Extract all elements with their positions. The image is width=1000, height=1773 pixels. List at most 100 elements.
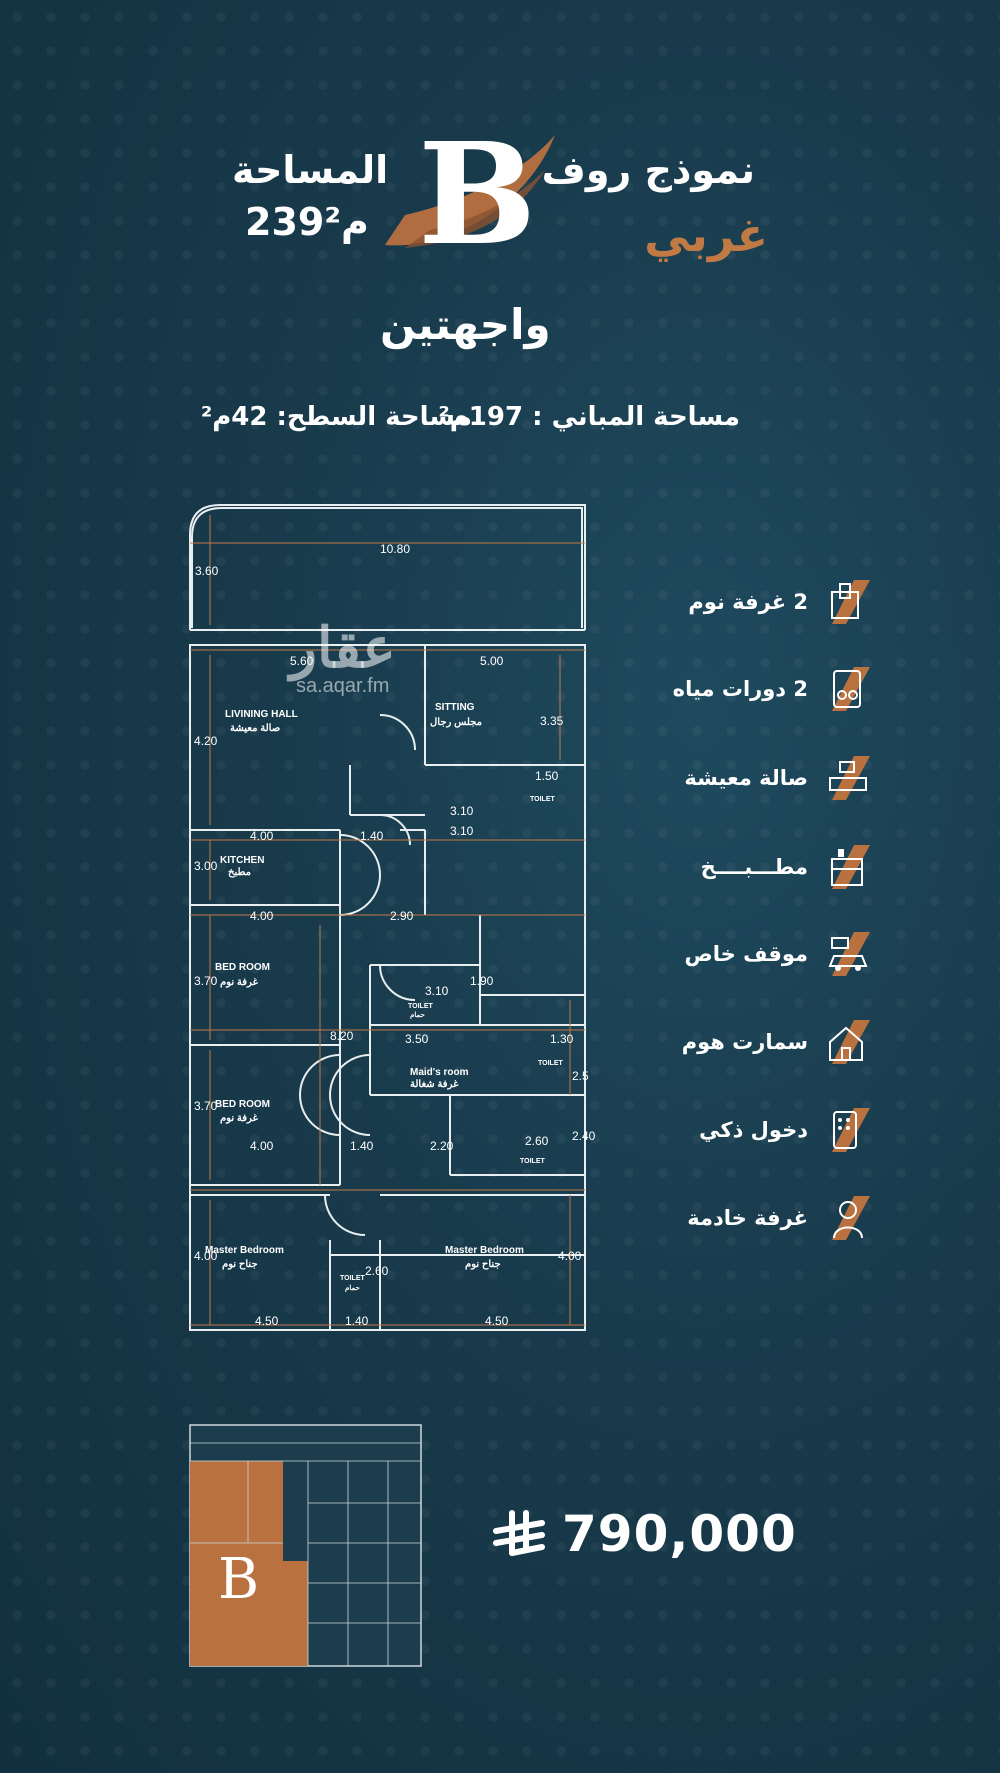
- feature-label: صالة معيشة: [684, 766, 808, 790]
- room-toilet-3: TOILET: [538, 1060, 563, 1067]
- feature-label: غرفة خادمة: [687, 1206, 808, 1230]
- dim-2-5: 2.5: [572, 1069, 589, 1083]
- room-master1-ar: جناح نوم: [222, 1259, 258, 1270]
- bedroom-icon: [826, 580, 870, 624]
- kitchen-icon: [826, 845, 870, 889]
- dim-8-20: 8.20: [330, 1029, 354, 1043]
- feature-label: مطـــبــــخ: [700, 855, 808, 879]
- feature-item: صالة معيشة: [470, 756, 870, 800]
- room-maid-ar: غرفة شغالة: [410, 1079, 459, 1090]
- roof-area: مساحة السطح: 42م²: [201, 402, 472, 432]
- dim-3-50: 3.50: [405, 1032, 429, 1046]
- room-kitchen-en: KITCHEN: [220, 855, 264, 866]
- riyal-icon: [490, 1509, 548, 1559]
- dim-3-70-b: 3.70: [194, 1099, 218, 1113]
- dim-4-20: 4.20: [194, 734, 218, 748]
- maid-icon: [826, 1196, 870, 1240]
- dim-4-00-c: 4.00: [250, 1139, 274, 1153]
- roof-area-label: مساحة السطح:: [276, 402, 472, 432]
- swoosh-shape: [385, 135, 555, 248]
- feature-item: 2 دورات مياه: [470, 667, 870, 711]
- room-bed2-ar: غرفة نوم: [220, 1113, 259, 1124]
- dim-3-10: 3.10: [450, 804, 474, 818]
- room-toilet-2-en: TOILET: [408, 1003, 433, 1010]
- room-master2-en: Master Bedroom: [445, 1245, 524, 1256]
- building-area-value: 197م²: [438, 402, 524, 432]
- dim-2-90: 2.90: [390, 909, 414, 923]
- dim-2-20: 2.20: [430, 1139, 454, 1153]
- dim-3-10-c: 3.10: [425, 984, 449, 998]
- feature-label: سمارت هوم: [681, 1030, 808, 1054]
- room-maid-en: Maid's room: [410, 1067, 469, 1078]
- dim-3-00: 3.00: [194, 859, 218, 873]
- dim-4-00-e: 4.00: [558, 1249, 582, 1263]
- smart-lock-icon: [826, 1108, 870, 1152]
- building-area-label: مساحة المباني :: [532, 402, 740, 432]
- room-sitting-en: SITTING: [435, 702, 475, 713]
- room-toilet-4: TOILET: [520, 1158, 545, 1165]
- dim-4-50-b: 4.50: [485, 1314, 509, 1328]
- watermark-url: sa.aqar.fm: [296, 675, 390, 697]
- roof-area-value: 42م²: [200, 402, 268, 432]
- room-bed1-en: BED ROOM: [215, 962, 270, 973]
- dim-3-60: 3.60: [195, 564, 219, 578]
- price-block: 790,000: [490, 1505, 797, 1563]
- key-plan-letter: B: [218, 1547, 259, 1612]
- feature-item: مطـــبــــخ: [470, 845, 870, 889]
- key-plan: B: [189, 1424, 422, 1667]
- dim-1-50: 1.50: [535, 769, 559, 783]
- dim-4-00-b: 4.00: [250, 909, 274, 923]
- room-sitting-ar: مجلس رجال: [430, 717, 482, 728]
- room-bed1-ar: غرفة نوم: [220, 977, 259, 988]
- price-value: 790,000: [562, 1505, 797, 1563]
- area-label: المساحة: [232, 148, 389, 192]
- room-toilet-1: TOILET: [530, 796, 555, 803]
- floor-plan: 10.80 3.60 5.60 5.00 4.20 3.35 1.50 3.10…: [189, 504, 596, 1331]
- dim-5-00: 5.00: [480, 654, 504, 668]
- wc-icon: [826, 667, 870, 711]
- model-title: نموذج روف: [541, 148, 755, 192]
- dim-1-90: 1.90: [470, 974, 494, 988]
- room-toilet-5-en: TOILET: [340, 1275, 365, 1282]
- feature-label: 2 غرفة نوم: [688, 590, 808, 614]
- dim-10-80: 10.80: [380, 542, 410, 556]
- feature-item: دخول ذكي: [470, 1108, 870, 1152]
- feature-label: 2 دورات مياه: [672, 677, 808, 701]
- dim-1-40: 1.40: [360, 829, 384, 843]
- sofa-icon: [826, 756, 870, 800]
- parking-icon: [826, 932, 870, 976]
- room-living-ar: صالة معيشة: [230, 723, 280, 734]
- watermark-brand: عقار: [290, 616, 396, 679]
- dim-1-40-b: 1.40: [350, 1139, 374, 1153]
- feature-item: غرفة خادمة: [470, 1196, 870, 1240]
- dim-2-60: 2.60: [525, 1134, 549, 1148]
- dim-2-60-b: 2.60: [365, 1264, 389, 1278]
- model-subtitle: غربي: [644, 208, 768, 262]
- facades-label: واجهتين: [380, 300, 551, 349]
- dim-4-50: 4.50: [255, 1314, 279, 1328]
- dim-1-40-c: 1.40: [345, 1314, 369, 1328]
- room-toilet-5-ar: حمام: [345, 1284, 360, 1292]
- feature-label: دخول ذكي: [699, 1118, 808, 1142]
- dim-4-00: 4.00: [250, 829, 274, 843]
- model-letter: B: [418, 113, 537, 277]
- dim-3-10-b: 3.10: [450, 824, 474, 838]
- room-master1-en: Master Bedroom: [205, 1245, 284, 1256]
- feature-item: سمارت هوم: [470, 1020, 870, 1064]
- feature-item: موقف خاص: [470, 932, 870, 976]
- room-kitchen-ar: مطبخ: [228, 867, 251, 878]
- dim-3-35: 3.35: [540, 714, 564, 728]
- smart-home-icon: [826, 1020, 870, 1064]
- room-living-en: LIVINING HALL: [225, 709, 298, 720]
- dim-5-60: 5.60: [290, 654, 314, 668]
- header: B نموذج روف غربي المساحة 239م² واجهتين م…: [0, 0, 1000, 432]
- room-bed2-en: BED ROOM: [215, 1099, 270, 1110]
- dim-1-30: 1.30: [550, 1032, 574, 1046]
- dim-2-40: 2.40: [572, 1129, 596, 1143]
- watermark: عقار sa.aqar.fm: [290, 615, 396, 698]
- feature-label: موقف خاص: [684, 942, 808, 966]
- feature-item: 2 غرفة نوم: [470, 580, 870, 624]
- dim-4-00-d: 4.00: [194, 1249, 218, 1263]
- dim-3-70: 3.70: [194, 974, 218, 988]
- room-toilet-2-ar: حمام: [410, 1011, 425, 1019]
